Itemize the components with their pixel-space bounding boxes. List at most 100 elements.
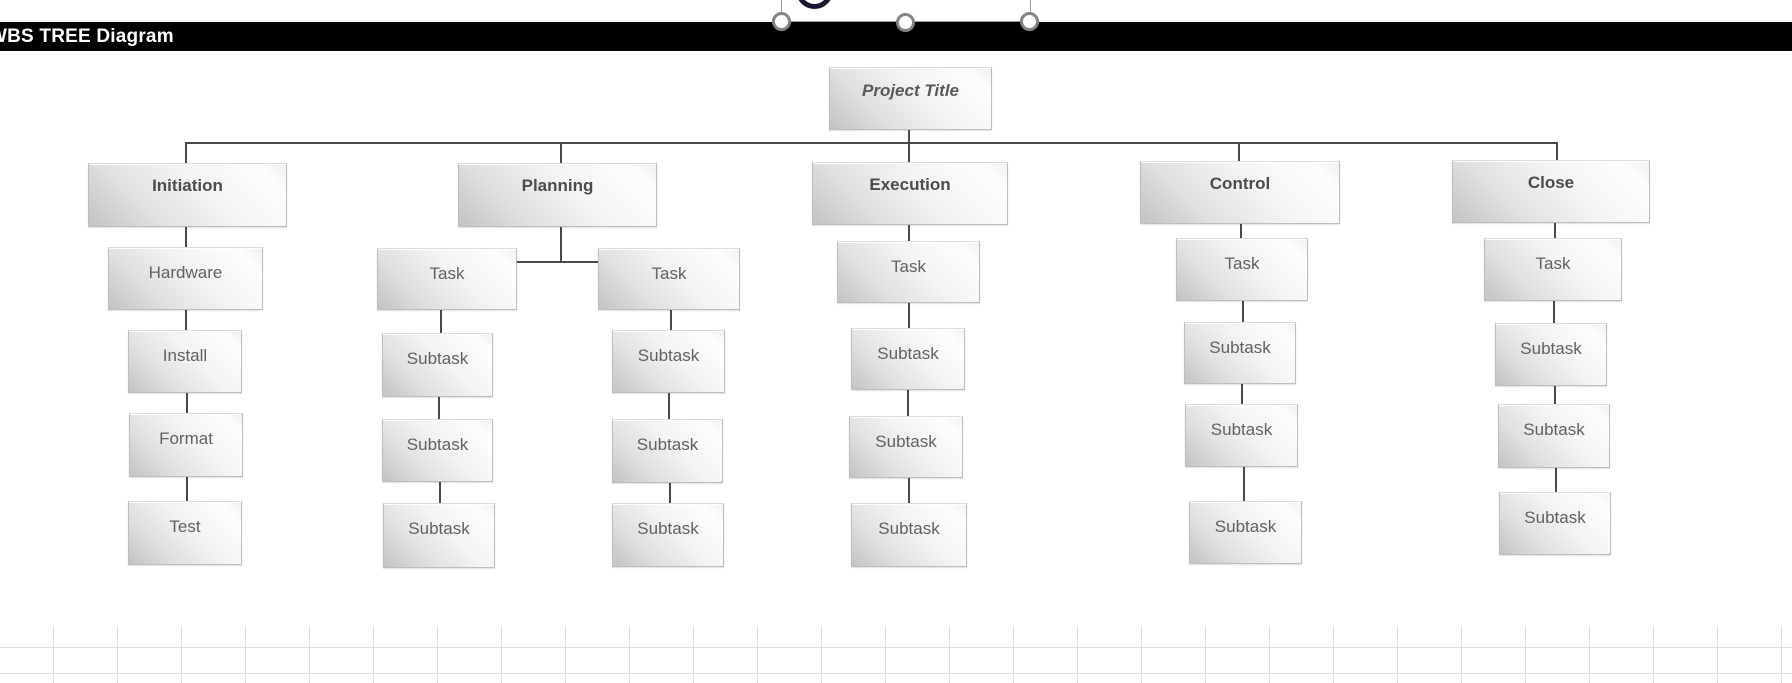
node-label: Subtask [1524, 508, 1586, 527]
node-planning-task-1[interactable]: Task [377, 248, 517, 310]
node-planning-subtask-2b[interactable]: Subtask [612, 419, 723, 483]
node-label: Test [169, 517, 201, 536]
node-close-task[interactable]: Task [1484, 238, 1622, 301]
node-planning-subtask-2c[interactable]: Subtask [612, 503, 724, 567]
partial-circle-shape[interactable] [796, 0, 833, 9]
gridline-vertical [501, 626, 502, 683]
node-label: Control [1209, 174, 1271, 193]
gridline-vertical [949, 626, 950, 683]
gridline-vertical [181, 626, 182, 683]
gridline-vertical [757, 626, 758, 683]
node-label: Subtask [406, 349, 469, 368]
connector-line [1241, 384, 1243, 404]
gridline-vertical [1525, 626, 1526, 683]
connector-line [1243, 467, 1245, 501]
node-label: Initiation [152, 176, 223, 195]
gridline-vertical [53, 626, 54, 683]
connector-line [1242, 301, 1244, 322]
selection-handle[interactable] [772, 12, 791, 31]
gridline-vertical [693, 626, 694, 683]
node-initiation[interactable]: Initiation [88, 163, 287, 227]
node-project-title[interactable]: Project Title [829, 67, 992, 130]
gridline-vertical [1077, 626, 1078, 683]
node-label: Install [162, 346, 208, 365]
node-label: Subtask [406, 435, 469, 454]
node-label: Subtask [878, 519, 940, 538]
connector-line [438, 397, 440, 419]
node-execution-subtask-b[interactable]: Subtask [849, 416, 963, 478]
connector-line [560, 227, 562, 262]
connector-line [907, 390, 909, 416]
gridline-vertical [1717, 626, 1718, 683]
connector-line [908, 225, 910, 241]
node-format[interactable]: Format [129, 413, 243, 477]
node-test[interactable]: Test [128, 501, 242, 565]
connector-line [1554, 223, 1556, 238]
node-label: Task [891, 257, 926, 276]
node-control-task[interactable]: Task [1176, 238, 1308, 301]
connector-line [908, 142, 910, 162]
connector-line [1240, 224, 1242, 238]
node-planning-subtask-2a[interactable]: Subtask [612, 330, 725, 393]
connector-line [669, 483, 671, 503]
node-label: Subtask [1214, 517, 1277, 536]
node-execution-subtask-c[interactable]: Subtask [851, 503, 967, 567]
gridline-vertical [1269, 626, 1270, 683]
gridline-vertical [1461, 626, 1462, 683]
gridline-vertical [117, 626, 118, 683]
node-label: Subtask [637, 346, 700, 365]
node-close-subtask-b[interactable]: Subtask [1498, 404, 1610, 468]
connector-line [908, 303, 910, 328]
gridline-vertical [1589, 626, 1590, 683]
gridline-vertical [1141, 626, 1142, 683]
title-bar[interactable]: WBS TREE Diagram [0, 22, 1792, 51]
node-label: Hardware [148, 263, 223, 282]
selection-edge-vertical [781, 0, 782, 15]
node-control-subtask-a[interactable]: Subtask [1184, 322, 1296, 384]
node-execution[interactable]: Execution [812, 162, 1008, 225]
node-close-subtask-a[interactable]: Subtask [1495, 323, 1607, 386]
gridline-vertical [821, 626, 822, 683]
connector-line [668, 393, 670, 419]
node-execution-subtask-a[interactable]: Subtask [851, 328, 965, 390]
node-planning-subtask-1c[interactable]: Subtask [383, 503, 495, 568]
node-control[interactable]: Control [1140, 161, 1340, 224]
gridline-vertical [1397, 626, 1398, 683]
node-close-subtask-c[interactable]: Subtask [1499, 492, 1611, 555]
node-hardware[interactable]: Hardware [108, 247, 263, 310]
node-label: Task [1224, 254, 1260, 273]
connector-line [517, 261, 598, 263]
node-planning-subtask-1a[interactable]: Subtask [382, 333, 493, 397]
title-bar-text: WBS TREE Diagram [0, 26, 174, 47]
node-control-subtask-c[interactable]: Subtask [1189, 501, 1302, 564]
node-label: Subtask [1523, 420, 1585, 439]
node-label: Subtask [877, 344, 939, 363]
node-install[interactable]: Install [128, 330, 242, 393]
selection-edge-vertical [1030, 0, 1031, 15]
connector-line [439, 482, 441, 503]
node-control-subtask-b[interactable]: Subtask [1185, 404, 1298, 467]
gridline-vertical [245, 626, 246, 683]
node-label: Format [159, 429, 213, 448]
node-planning-task-2[interactable]: Task [598, 248, 740, 310]
node-label: Project Title [862, 81, 959, 100]
gridline-vertical [1205, 626, 1206, 683]
connector-line [185, 142, 1557, 144]
node-execution-task[interactable]: Task [837, 241, 980, 303]
node-close[interactable]: Close [1452, 160, 1650, 223]
gridline-vertical [1333, 626, 1334, 683]
connector-line [1554, 386, 1556, 404]
node-label: Subtask [637, 519, 699, 538]
selection-handle[interactable] [896, 13, 915, 32]
gridline-vertical [885, 626, 886, 683]
connector-line [186, 477, 188, 501]
node-label: Close [1527, 173, 1575, 192]
node-label: Task [651, 264, 687, 283]
gridline-vertical [1653, 626, 1654, 683]
node-planning[interactable]: Planning [458, 163, 657, 227]
node-label: Planning [521, 176, 594, 195]
selection-handle[interactable] [1020, 12, 1039, 31]
gridline-vertical [1781, 626, 1782, 683]
node-planning-subtask-1b[interactable]: Subtask [382, 419, 493, 482]
